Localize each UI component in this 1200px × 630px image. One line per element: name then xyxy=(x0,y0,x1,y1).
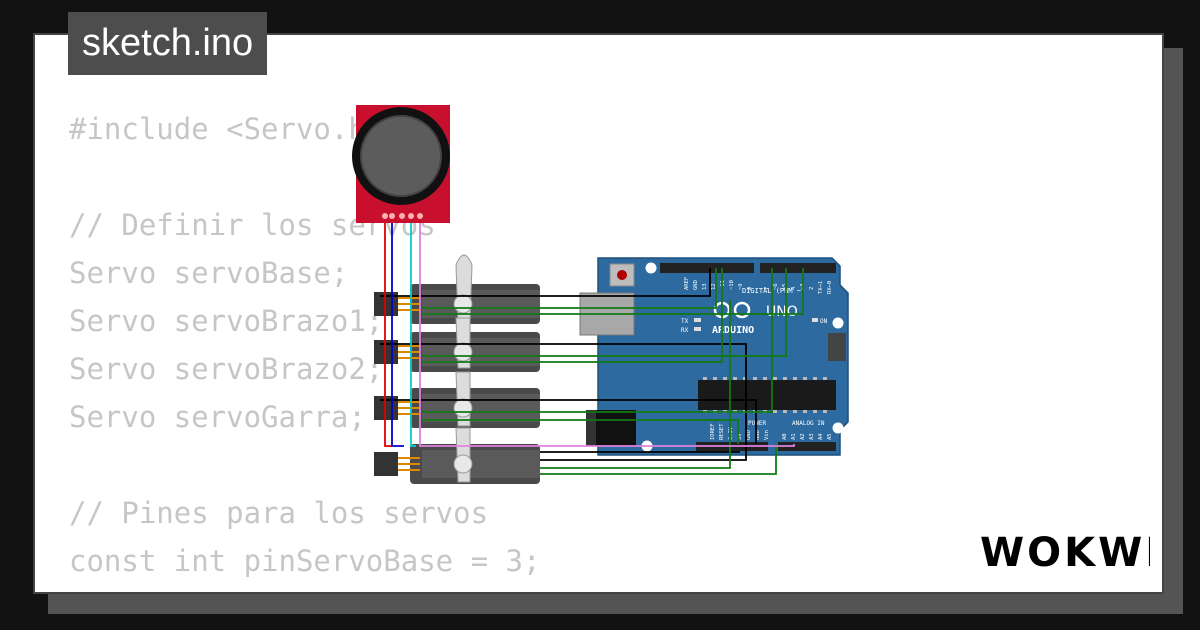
pin-label: ~6 xyxy=(773,283,779,290)
pin-label-gnd: GND xyxy=(693,280,699,290)
pin-label-reset: RESET xyxy=(719,423,725,440)
pin-label-vin: Vin xyxy=(764,430,770,440)
pin-label: TX→1 xyxy=(818,281,824,294)
joystick-module[interactable] xyxy=(352,105,450,223)
joystick-knob[interactable] xyxy=(360,115,442,197)
pin-label-a3: A3 xyxy=(809,433,815,440)
code-line: Servo servoGarra; xyxy=(69,400,366,434)
joystick-pins xyxy=(382,213,423,219)
code-line: Servo servoBrazo1; xyxy=(69,304,384,338)
pin-label: 2 xyxy=(809,287,815,290)
pin-label-a4: A4 xyxy=(818,433,824,440)
mounting-hole xyxy=(832,422,844,434)
pin-label-a1: A1 xyxy=(791,433,797,440)
pin-label: 13 xyxy=(702,283,708,290)
file-title: sketch.ino xyxy=(68,12,268,75)
wires xyxy=(380,218,804,475)
rx-label: RX xyxy=(681,327,689,334)
pin-label-a0: A0 xyxy=(782,433,788,440)
pin-label: 7 xyxy=(764,287,770,290)
servo-motor-garra[interactable] xyxy=(374,427,540,484)
pin-label: 8 xyxy=(747,287,753,290)
mounting-hole xyxy=(832,317,844,329)
pin-label: RX←0 xyxy=(827,281,833,294)
arduino-logo-text: ARDUINO xyxy=(712,325,754,336)
power-label: POWER xyxy=(748,420,766,427)
atmega-chip xyxy=(698,380,836,410)
servo-connector xyxy=(374,452,398,476)
pin-label-5v: 5V xyxy=(737,433,743,440)
reset-button-cap xyxy=(617,270,627,280)
code-line: Servo servoBase; xyxy=(69,256,349,290)
tx-label: TX xyxy=(681,318,689,325)
icsp-header xyxy=(828,333,846,361)
servo-motor-brazo2[interactable] xyxy=(374,371,540,428)
pin-label: 12 xyxy=(711,283,717,290)
on-led xyxy=(812,318,818,322)
digital-header-left xyxy=(660,263,754,273)
analog-label: ANALOG IN xyxy=(792,420,825,427)
pin-label-gnd: GND xyxy=(755,430,761,440)
pin-label: ~11 xyxy=(720,280,726,290)
digital-label: DIGITAL (PWM ~) xyxy=(742,287,805,295)
on-led-label: ON xyxy=(820,318,828,325)
pin-label: ~9 xyxy=(738,283,744,290)
pin-label-a5: A5 xyxy=(827,433,833,440)
code-line: // Pines para los servos xyxy=(69,496,489,530)
pin-label: ~10 xyxy=(729,280,735,290)
pin-label: 4 xyxy=(791,286,797,290)
servo-leads xyxy=(398,297,420,471)
pin-label-gnd: GND xyxy=(746,430,752,440)
rx-led xyxy=(694,327,701,331)
board-model: UNO xyxy=(766,304,798,320)
code-line: Servo servoBrazo2; xyxy=(69,352,384,386)
pin-label-a2: A2 xyxy=(800,433,806,440)
mounting-hole xyxy=(645,262,657,274)
pin-label-3v3: 3.3V xyxy=(728,426,734,440)
pin-label-aref: AREF xyxy=(684,277,690,290)
pin-label: ~5 xyxy=(782,283,788,290)
wokwi-logo-text: WOKWI xyxy=(980,530,1150,574)
code-line: const int pinServoBase = 3; xyxy=(69,544,541,578)
tx-led xyxy=(694,318,701,322)
analog-header xyxy=(778,442,836,451)
digital-header-right xyxy=(760,263,836,273)
wokwi-logo: WOKWI xyxy=(980,530,1150,574)
pin-label-ioref: IOREF xyxy=(710,423,716,440)
